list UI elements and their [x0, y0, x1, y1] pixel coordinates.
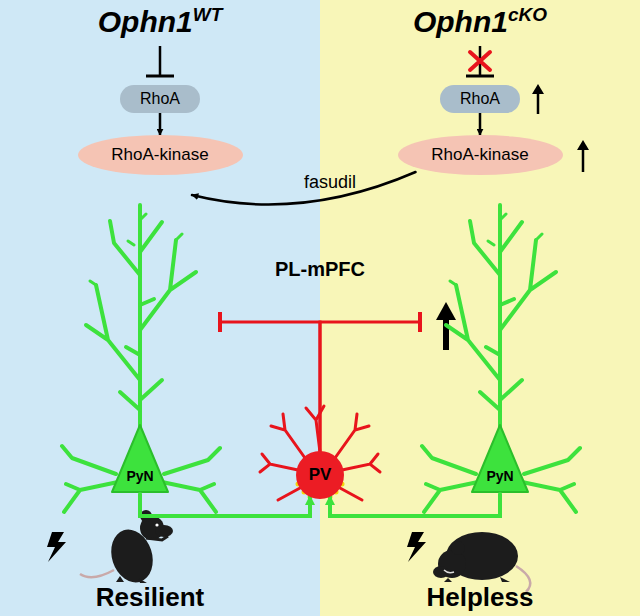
connector	[140, 494, 310, 516]
node-label: PV	[309, 465, 332, 485]
outcome-label: Resilient	[0, 582, 310, 613]
pyramidal-neuron: PyN	[420, 195, 580, 500]
node-label: RhoA-kinase	[111, 145, 208, 165]
connector	[320, 322, 420, 451]
pv-interneuron: PV	[296, 451, 344, 499]
node-label: PyN	[486, 468, 513, 484]
pyramidal-neuron: PyN	[60, 195, 220, 500]
connector	[479, 113, 482, 135]
genotype-superscript: cKO	[508, 4, 547, 25]
gene-name: Ophn1	[98, 5, 193, 38]
outcome-label: Helpless	[427, 582, 534, 612]
node-label: PyN	[126, 468, 153, 484]
connector	[220, 322, 320, 451]
genotype-heading: Ophn1cKO	[320, 4, 640, 39]
connector	[192, 172, 416, 204]
edge-label: fasudil	[301, 172, 359, 193]
node-label: RhoA-kinase	[431, 145, 528, 165]
connector	[159, 113, 162, 135]
genotype-superscript: WT	[193, 4, 223, 25]
region-label: PL-mPFC	[160, 258, 480, 281]
outcome-label: Resilient	[96, 582, 204, 612]
kinase-ellipse: RhoA-kinase	[78, 135, 243, 175]
outcome-label: Helpless	[320, 582, 640, 613]
rhoa-box: RhoA	[120, 85, 200, 113]
kinase-ellipse: RhoA-kinase	[398, 135, 563, 175]
rhoa-box: RhoA	[440, 85, 520, 113]
node-label: RhoA	[460, 90, 500, 108]
gene-name: Ophn1	[413, 5, 508, 38]
node-label: RhoA	[140, 90, 180, 108]
connector	[330, 494, 500, 516]
region-label: PL-mPFC	[275, 258, 365, 280]
genotype-heading: Ophn1WT	[0, 4, 320, 39]
